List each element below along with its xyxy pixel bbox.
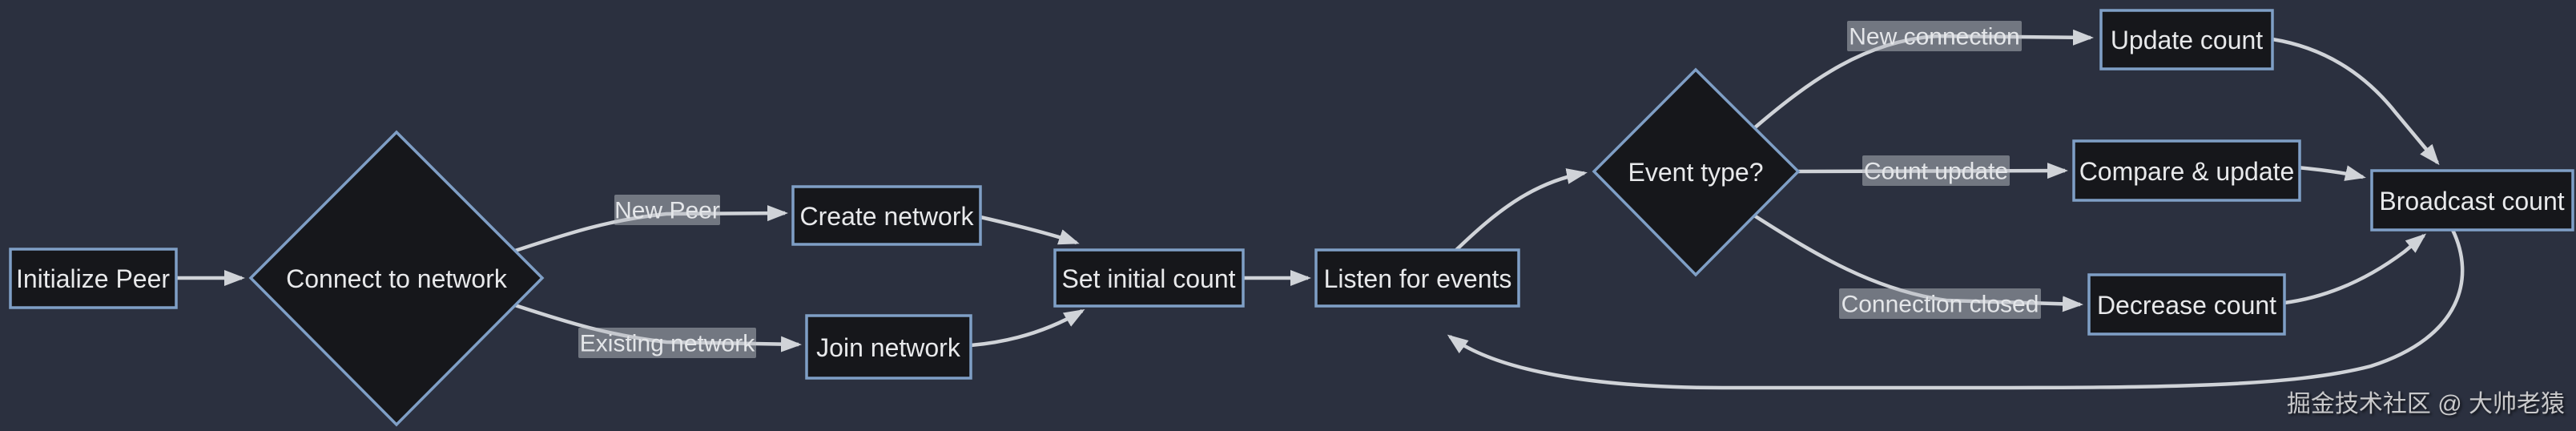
node-broadcast-count: Broadcast count bbox=[2370, 169, 2574, 232]
node-listen-for-events: Listen for events bbox=[1314, 248, 1520, 308]
edge-label-existing-network: Existing network bbox=[578, 328, 756, 358]
nodes: Initialize Peer Connect to network Creat… bbox=[9, 9, 2574, 427]
edge-join-to-setinitial bbox=[970, 308, 1085, 348]
edge-label-new-peer: New Peer bbox=[614, 195, 720, 225]
node-event-type-label: Event type? bbox=[1628, 158, 1764, 187]
edge-create-to-setinitial bbox=[980, 215, 1080, 245]
node-listen-label: Listen for events bbox=[1324, 264, 1512, 293]
node-connect-to-network: Connect to network bbox=[248, 130, 545, 427]
edge-update-to-broadcast bbox=[2272, 37, 2440, 166]
node-initialize-peer: Initialize Peer bbox=[9, 248, 178, 309]
node-update-count: Update count bbox=[2099, 9, 2274, 70]
edge-compare-to-broadcast bbox=[2296, 165, 2366, 181]
edge-label-new-peer-text: New Peer bbox=[614, 198, 720, 224]
edge-label-existing-network-text: Existing network bbox=[580, 331, 755, 357]
node-update-label: Update count bbox=[2111, 26, 2263, 54]
node-join-label: Join network bbox=[816, 333, 961, 362]
node-set-initial-label: Set initial count bbox=[1061, 264, 1235, 293]
edge-broadcast-loop-to-listen bbox=[1447, 229, 2465, 390]
edge-labels: New Peer Existing network New connection… bbox=[578, 21, 2041, 358]
node-decrease-count: Decrease count bbox=[2087, 273, 2286, 336]
node-join-network: Join network bbox=[805, 314, 972, 380]
node-broadcast-label: Broadcast count bbox=[2379, 187, 2564, 216]
node-compare-label: Compare & update bbox=[2079, 157, 2295, 186]
node-decrease-label: Decrease count bbox=[2097, 291, 2276, 320]
watermark: 掘金技术社区 @ 大帅老猿 bbox=[2287, 391, 2565, 417]
node-set-initial-count: Set initial count bbox=[1053, 248, 1245, 308]
node-compare-update: Compare & update bbox=[2072, 139, 2301, 202]
edge-label-new-connection-text: New connection bbox=[1849, 24, 2019, 50]
node-create-network: Create network bbox=[791, 185, 982, 246]
edge-label-new-connection: New connection bbox=[1847, 21, 2022, 51]
edge-label-connection-closed: Connection closed bbox=[1839, 288, 2041, 319]
node-create-label: Create network bbox=[800, 202, 975, 231]
node-event-type: Event type? bbox=[1592, 67, 1801, 277]
edge-label-count-update: Count update bbox=[1862, 155, 2010, 186]
node-connect-label: Connect to network bbox=[286, 264, 508, 293]
edge-label-count-update-text: Count update bbox=[1864, 159, 2008, 185]
edge-decrease-to-broadcast bbox=[2284, 233, 2427, 305]
edge-label-connection-closed-text: Connection closed bbox=[1841, 292, 2039, 318]
node-initialize-peer-label: Initialize Peer bbox=[16, 264, 170, 293]
edge-listen-to-eventtype bbox=[1455, 168, 1588, 252]
